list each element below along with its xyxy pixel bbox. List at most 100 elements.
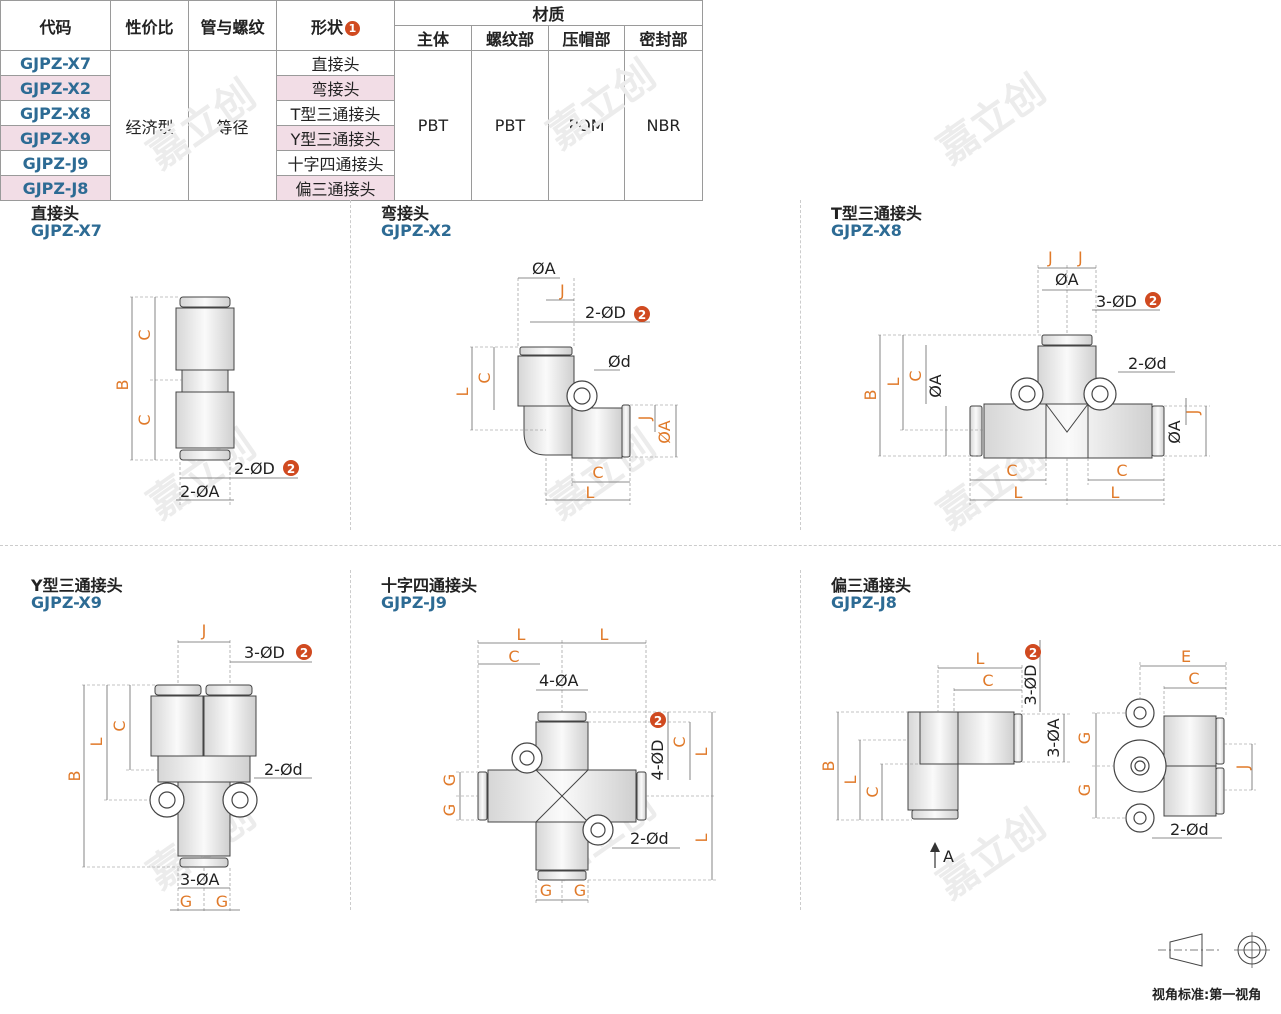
svg-text:4-ØD: 4-ØD (648, 740, 667, 781)
svg-text:J: J (1233, 765, 1252, 771)
svg-text:L: L (586, 483, 595, 502)
svg-text:3-ØD: 3-ØD (1021, 665, 1040, 706)
svg-text:L: L (1111, 483, 1120, 502)
svg-text:A: A (943, 847, 954, 866)
row-code: GJPZ-X7 (0, 50, 111, 76)
drawing-x9: J 3-ØD 2 B L C 2-Ød 3-ØA G G (65, 621, 312, 912)
svg-text:L: L (1014, 483, 1023, 502)
drawing-j8: L C 3-ØD 2 3-ØA B L C A (819, 640, 1256, 868)
row-shape: 偏三通接头 (276, 175, 395, 201)
svg-text:B: B (819, 761, 838, 772)
svg-text:ØA: ØA (1055, 270, 1079, 289)
header-body: 主体 (394, 25, 472, 51)
svg-text:3-ØA: 3-ØA (1044, 718, 1063, 758)
svg-text:2: 2 (300, 646, 308, 660)
svg-text:C: C (1006, 461, 1017, 480)
view-standard-label: 视角标准:第一视角 (1152, 988, 1262, 1003)
svg-text:L: L (976, 649, 985, 668)
divider (350, 570, 351, 910)
svg-text:2: 2 (654, 714, 662, 728)
svg-text:2-Ød: 2-Ød (630, 829, 669, 848)
svg-text:嘉立创: 嘉立创 (929, 67, 1054, 174)
svg-text:L: L (884, 377, 903, 386)
cell-cap: POM (548, 50, 625, 201)
svg-text:4-ØA: 4-ØA (539, 671, 579, 690)
svg-text:C: C (670, 736, 689, 747)
header-value: 性价比 (110, 0, 189, 51)
drawing-x7: B C C 2-ØD 2 2-ØA (113, 296, 299, 505)
svg-text:J: J (1183, 410, 1202, 416)
row-code: GJPZ-J8 (0, 175, 111, 201)
svg-text:J: J (635, 416, 654, 422)
svg-text:J: J (559, 281, 565, 300)
svg-text:L: L (692, 747, 711, 756)
svg-text:嘉立创: 嘉立创 (139, 72, 264, 179)
svg-text:J: J (1077, 248, 1083, 267)
divider (800, 200, 801, 530)
svg-text:J: J (201, 621, 207, 640)
svg-text:C: C (508, 647, 519, 666)
drawing-x2: ØA J 2-ØD 2 Ød L C J ØA C L (453, 259, 680, 505)
svg-text:ØA: ØA (655, 420, 674, 444)
divider (800, 570, 801, 910)
svg-text:J: J (1047, 248, 1053, 267)
row-shape: T型三通接头 (276, 100, 395, 126)
cell-thread: 等径 (188, 50, 277, 201)
svg-text:G: G (574, 881, 586, 900)
header-code: 代码 (0, 0, 111, 51)
svg-text:G: G (440, 804, 459, 816)
note-badge-1: 1 (345, 20, 360, 36)
svg-text:B: B (861, 390, 880, 401)
header-seal: 密封部 (624, 25, 703, 51)
svg-text:3-ØD: 3-ØD (1096, 292, 1137, 311)
svg-text:L: L (87, 737, 106, 746)
svg-text:Ød: Ød (608, 352, 631, 371)
svg-text:L: L (453, 387, 472, 396)
row-code: GJPZ-X2 (0, 75, 111, 101)
cell-value: 经济型 (110, 50, 189, 201)
svg-text:ØA: ØA (926, 374, 945, 398)
svg-text:2-ØA: 2-ØA (180, 482, 220, 501)
svg-text:2-Ød: 2-Ød (264, 760, 303, 779)
svg-text:C: C (863, 786, 882, 797)
svg-text:B: B (113, 380, 132, 391)
cell-body: PBT (394, 50, 472, 201)
svg-text:C: C (475, 372, 494, 383)
svg-text:嘉立创: 嘉立创 (539, 52, 664, 159)
section-title: 弯接头 (381, 204, 430, 223)
section-code: GJPZ-J8 (831, 593, 897, 612)
svg-text:C: C (135, 329, 154, 340)
svg-text:B: B (65, 771, 84, 782)
svg-text:3-ØD: 3-ØD (244, 643, 285, 662)
svg-text:C: C (982, 671, 993, 690)
svg-text:ØA: ØA (1165, 420, 1184, 444)
section-code: GJPZ-J9 (381, 593, 447, 612)
svg-text:E: E (1181, 647, 1191, 666)
drawing-x8: J J ØA 3-ØD 2 2-Ød B L C ØA J ØA (861, 248, 1210, 505)
svg-text:L: L (517, 625, 526, 644)
svg-text:G: G (540, 881, 552, 900)
svg-text:2: 2 (1149, 294, 1157, 308)
section-code: GJPZ-X7 (31, 221, 102, 240)
svg-text:G: G (1075, 732, 1094, 744)
row-code: GJPZ-X8 (0, 100, 111, 126)
section-title: 偏三通接头 (831, 576, 912, 595)
section-title: 直接头 (31, 204, 80, 223)
drawing-j9: L L C 4-ØA 4-ØD 2 C L L G G 2-Ød G G (440, 625, 716, 905)
cell-thread-part: PBT (471, 50, 549, 201)
row-shape: 弯接头 (276, 75, 395, 101)
first-angle-projection-icon (1158, 932, 1270, 968)
svg-text:C: C (592, 463, 603, 482)
svg-text:2: 2 (1029, 646, 1037, 660)
section-code: GJPZ-X2 (381, 221, 452, 240)
divider (350, 200, 351, 530)
svg-text:C: C (110, 720, 129, 731)
section-code: GJPZ-X9 (31, 593, 102, 612)
svg-text:C: C (1188, 669, 1199, 688)
svg-text:2: 2 (287, 462, 295, 476)
svg-text:2: 2 (638, 308, 646, 322)
section-code: GJPZ-X8 (831, 221, 902, 240)
